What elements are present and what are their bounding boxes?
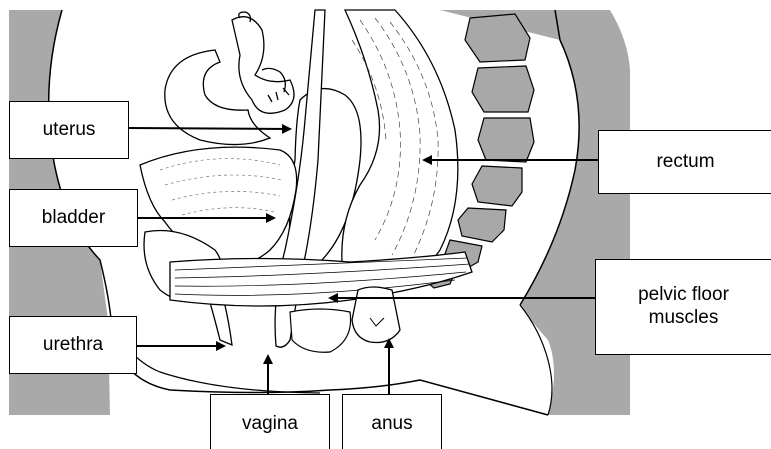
anus-label: anus: [342, 394, 442, 449]
rectum-label: rectum: [598, 130, 771, 194]
urethra-label: urethra: [9, 316, 137, 374]
anus-label-text: anus: [371, 413, 412, 436]
uterus-label: uterus: [9, 101, 129, 159]
rectum-label-text: rectum: [656, 151, 714, 174]
vagina-label-text: vagina: [242, 413, 298, 436]
bladder-label-text: bladder: [42, 207, 105, 230]
uterus-label-text: uterus: [43, 119, 96, 142]
uterus-pointer: [129, 128, 290, 129]
perineal-body: [290, 309, 351, 352]
uterus-illustration: [165, 12, 294, 145]
urethra-label-text: urethra: [43, 334, 103, 357]
vagina-label: vagina: [210, 394, 330, 449]
pelvic-floor-muscles-label: pelvic floor muscles: [595, 259, 771, 355]
pelvic-floor-muscles-label-text: pelvic floor muscles: [619, 284, 749, 330]
bladder-label: bladder: [9, 189, 138, 247]
anus-illustration: [352, 287, 400, 343]
